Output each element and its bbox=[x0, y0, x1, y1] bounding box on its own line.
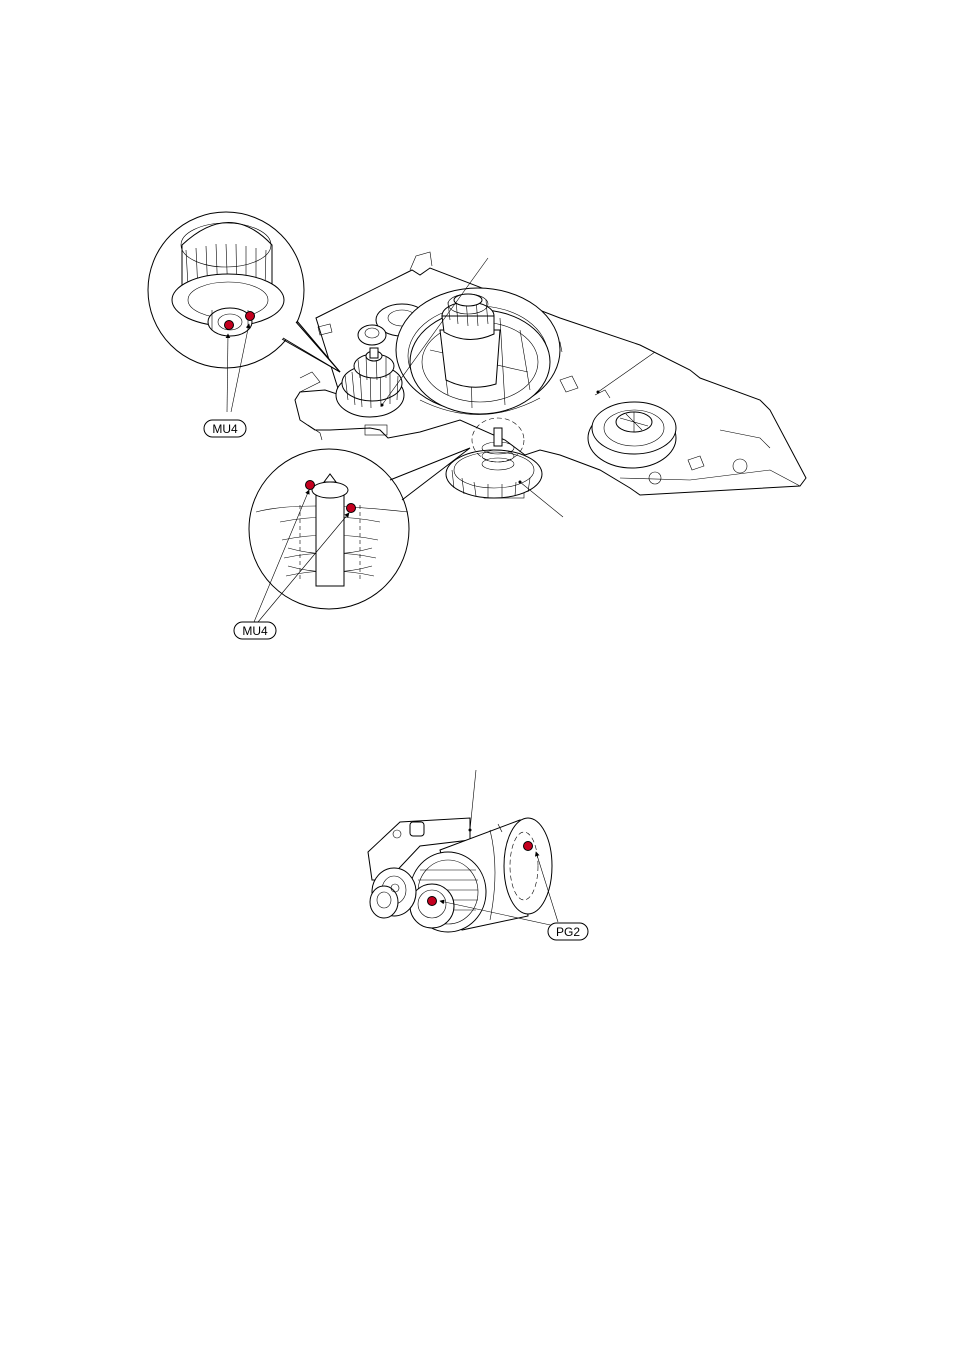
lubrication-point-icon bbox=[225, 321, 234, 330]
mu4-top-label: MU4 bbox=[212, 422, 238, 436]
lubrication-point-icon bbox=[347, 504, 356, 513]
detail-callout-spring bbox=[249, 448, 470, 609]
lubrication-point-icon bbox=[524, 842, 533, 851]
lubrication-point-icon bbox=[246, 312, 255, 321]
mu4-bottom-label: MU4 bbox=[242, 624, 268, 638]
lubrication-point-icon bbox=[306, 481, 315, 490]
right-gear bbox=[588, 402, 676, 468]
spring-gear bbox=[446, 418, 542, 498]
lubrication-point-icon bbox=[428, 897, 437, 906]
pg2-label: PG2 bbox=[556, 925, 580, 939]
motor-unit bbox=[368, 770, 552, 932]
left-gear-stack bbox=[336, 348, 404, 417]
